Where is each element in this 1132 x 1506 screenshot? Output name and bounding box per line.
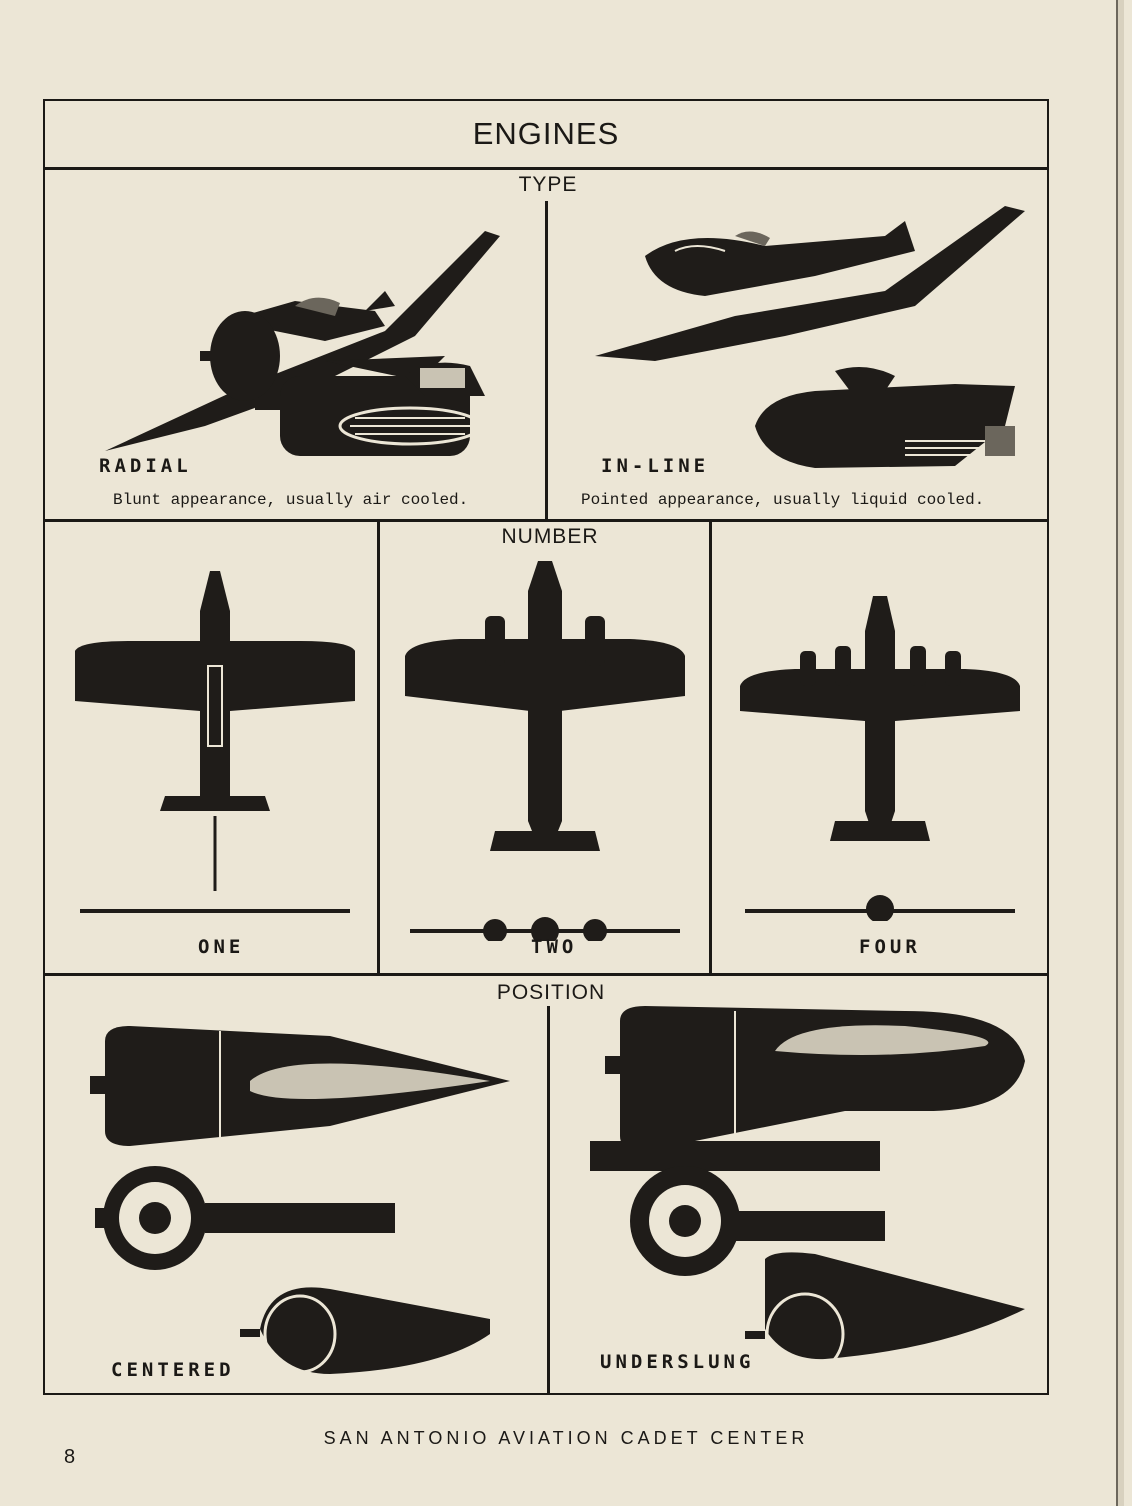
underslung-label: UNDERSLUNG	[600, 1351, 755, 1373]
divider	[547, 1006, 550, 1395]
inline-label: IN-LINE	[601, 455, 710, 477]
engine-nacelle-icon	[590, 1141, 885, 1276]
two-engine-label: TWO	[531, 936, 578, 958]
page-number: 8	[64, 1446, 76, 1468]
twin-engine-plane-icon	[405, 561, 685, 941]
radial-caption: Blunt appearance, usually air cooled.	[113, 491, 469, 509]
divider	[545, 201, 548, 521]
engine-nacelle-icon	[90, 1026, 510, 1146]
section-heading-type: TYPE	[500, 173, 596, 197]
engine-nacelle-icon	[745, 1252, 1025, 1376]
divider	[377, 519, 380, 973]
page-title: ENGINES	[472, 116, 620, 151]
engines-chart-frame: ENGINES TYPE RADIAL Blunt appearance, us…	[43, 99, 1049, 1395]
inline-fighter-icon	[595, 206, 1025, 361]
four-engine-plane-icon	[740, 596, 1020, 921]
one-engine-label: ONE	[198, 936, 245, 958]
divider	[45, 973, 1047, 976]
engine-nacelle-icon	[755, 367, 1015, 468]
divider	[709, 519, 712, 973]
engine-nacelle-icon	[95, 1166, 395, 1270]
section-heading-number: NUMBER	[483, 525, 617, 549]
footer-text: SAN ANTONIO AVIATION CADET CENTER	[323, 1428, 809, 1448]
divider	[45, 519, 1047, 522]
engine-nacelle-icon	[240, 1287, 490, 1374]
radial-label: RADIAL	[99, 455, 192, 477]
four-engine-label: FOUR	[859, 936, 921, 958]
paper-edge	[1116, 0, 1124, 1506]
single-engine-plane-icon	[75, 571, 355, 913]
radial-fighter-icon	[105, 231, 500, 451]
section-heading-position: POSITION	[483, 981, 619, 1005]
engine-nacelle-icon	[255, 362, 485, 456]
engine-nacelle-icon	[605, 1006, 1025, 1151]
centered-label: CENTERED	[111, 1359, 235, 1381]
divider	[45, 167, 1047, 170]
inline-caption: Pointed appearance, usually liquid coole…	[581, 491, 985, 509]
